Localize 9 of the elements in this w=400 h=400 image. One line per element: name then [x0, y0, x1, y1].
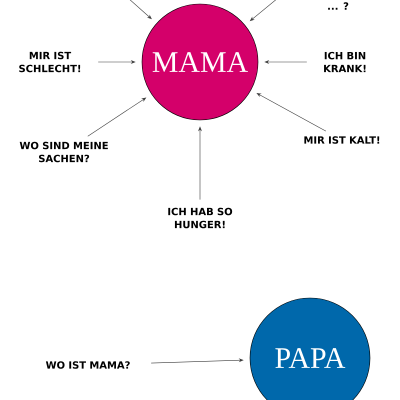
arrow: [128, 0, 152, 20]
speech-text: ICH BIN KRANK!: [324, 52, 366, 72]
speech-text: MIR IST SCHLECHT!: [19, 52, 80, 72]
speech-text: MIR IST KALT!: [304, 136, 380, 144]
speech-text: WO SIND MEINE SACHEN?: [20, 142, 108, 162]
circle-node: MAMA: [142, 4, 258, 120]
speech-text: WO IST MAMA?: [46, 361, 130, 369]
ellipsis-text: ... ?: [328, 2, 348, 10]
speech-text: ICH HAB SO HUNGER!: [168, 208, 232, 228]
